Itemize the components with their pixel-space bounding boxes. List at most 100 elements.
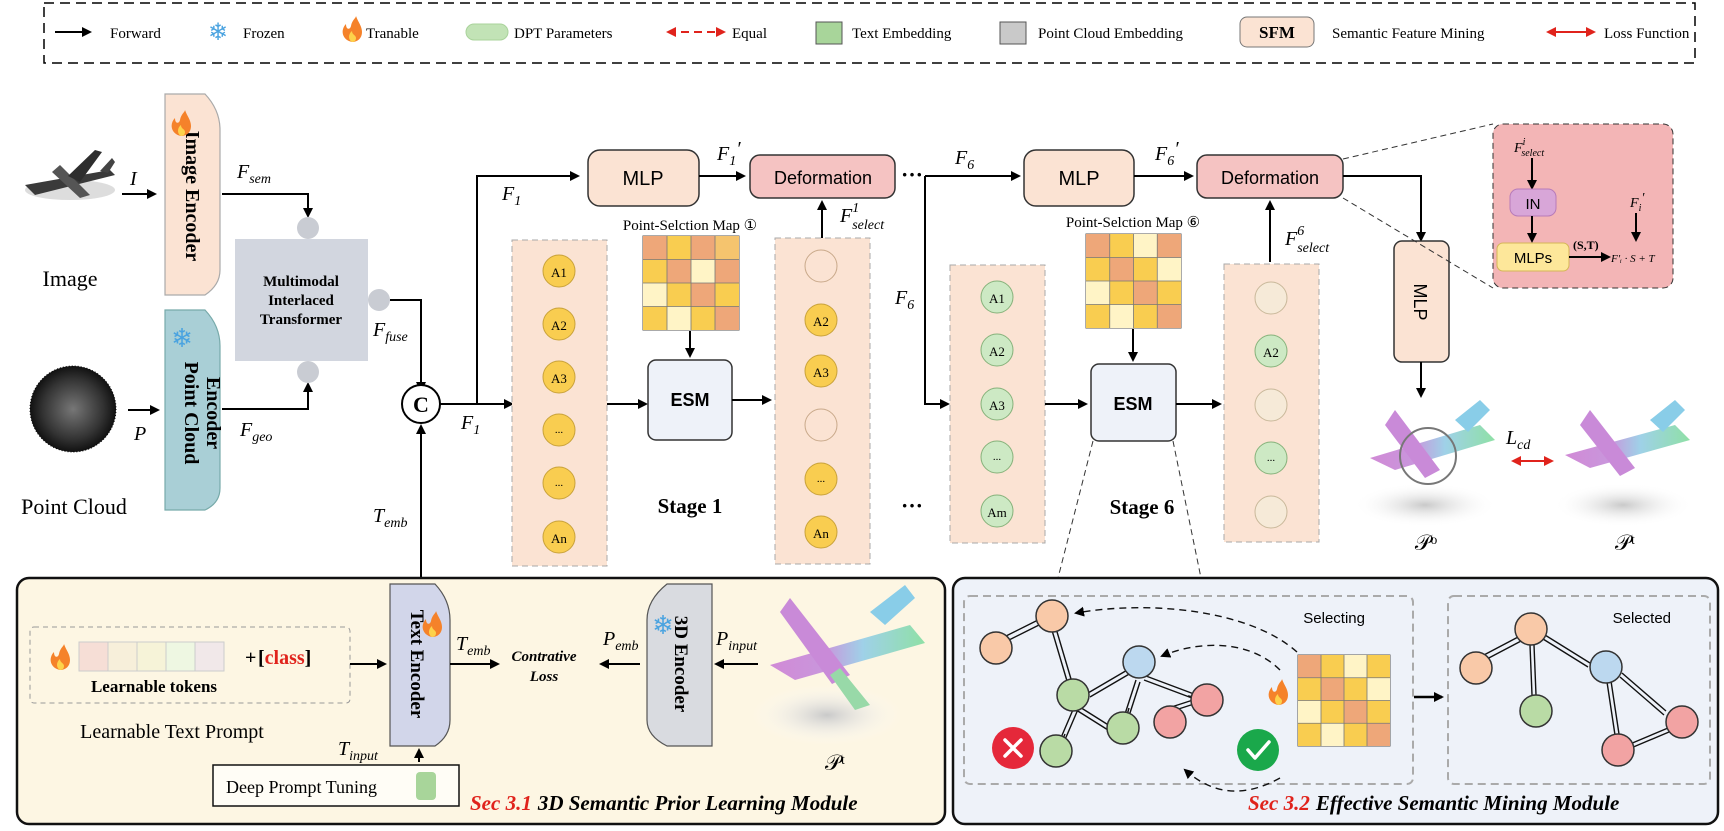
f1-top-arrow <box>440 171 580 405</box>
graph-node <box>1519 694 1553 728</box>
transformer-port-right <box>368 289 390 311</box>
graph-node <box>1665 705 1699 739</box>
stage6-esm <box>1090 363 1177 442</box>
flame-icon <box>422 611 442 637</box>
node-label: A3 <box>813 365 829 380</box>
node-label: ... <box>817 473 826 485</box>
esm-selection-map <box>1297 654 1391 747</box>
node-label: A2 <box>989 344 1005 359</box>
node-a2 <box>542 307 576 341</box>
stage6-label: Stage 6 <box>1110 495 1175 519</box>
image-encoder: Image Encoder <box>164 93 221 296</box>
f6-side-arrow <box>924 176 950 409</box>
node-label: A3 <box>551 371 567 386</box>
legend-text-emb: Text Embedding <box>852 26 952 42</box>
node-ellipsis <box>980 440 1014 474</box>
f-sem-label: Fsem <box>236 161 271 187</box>
ellipsis-mid: ··· <box>901 493 923 518</box>
predicted-pointcloud <box>1353 400 1497 527</box>
pointcloud-texture <box>29 365 117 453</box>
stage6-map-label: Point-Selction Map ⑥ <box>1066 215 1200 231</box>
p-t-label: 𝒫ᵗ <box>1615 530 1635 555</box>
node-label: ... <box>555 424 564 436</box>
node-empty <box>804 408 838 442</box>
node-label: An <box>551 531 567 546</box>
sfm-swatch <box>1239 16 1315 48</box>
f6-top-label: F6 <box>954 147 974 173</box>
legend-trainable: Tranable <box>366 26 419 42</box>
node-label: A2 <box>813 314 829 329</box>
stage6-mlp-label: MLP <box>1058 168 1099 190</box>
reject-icon <box>992 727 1034 769</box>
tokens-label: Learnable tokens <box>91 677 217 696</box>
image-input: Image I <box>25 150 157 291</box>
node-label: Am <box>987 505 1007 520</box>
text-emb-swatch <box>815 21 843 45</box>
graph-node <box>1122 645 1156 679</box>
node-label: ... <box>555 477 564 489</box>
graph-node <box>1190 683 1224 717</box>
stage1-output-nodes: A2 A3 ... An <box>804 249 838 549</box>
prompt-label: Learnable Text Prompt <box>80 721 264 743</box>
f6-side-label: F6 <box>894 287 914 313</box>
stage1-selection-map <box>642 235 740 331</box>
pointcloud-sphere <box>30 366 116 452</box>
stage6-esm-label: ESM <box>1113 394 1152 414</box>
stage1-label: Stage 1 <box>658 494 723 518</box>
contrastive-label-1: Contrative <box>511 649 576 665</box>
pc-emb-swatch <box>999 21 1027 45</box>
graph-node <box>1601 733 1635 767</box>
node-a1 <box>980 280 1014 314</box>
transformer-port-bottom <box>297 361 319 383</box>
node-ellipsis <box>542 466 576 500</box>
node-ellipsis <box>804 462 838 496</box>
snowflake-icon: ❄ <box>652 611 674 640</box>
detail-callout-line <box>1342 123 1494 160</box>
ellipsis-top: ··· <box>901 162 923 187</box>
node-a2 <box>980 333 1014 367</box>
transformer-line2: Interlaced <box>268 293 334 309</box>
airplane-image <box>25 150 115 200</box>
output-mlp-label: MLP <box>1410 283 1430 320</box>
selected-label: Selected <box>1613 610 1671 627</box>
pc-encoder-line1: Point Cloud <box>180 362 202 465</box>
graph-node <box>1106 711 1140 745</box>
legend: Forward ❄ Frozen Tranable DPT Parameters… <box>43 2 1696 64</box>
3d-encoder <box>646 583 713 747</box>
f1-label: F1 <box>460 412 480 438</box>
node-label: A1 <box>989 291 1005 306</box>
flame-icon <box>1268 679 1288 705</box>
snowflake-icon: ❄ <box>171 324 193 353</box>
legend-frame <box>43 2 1696 64</box>
class-token: [class] <box>258 647 311 669</box>
graph-node <box>979 631 1013 665</box>
detail-fi: Fi′ <box>1629 191 1645 214</box>
node-ellipsis <box>1254 441 1288 475</box>
selecting-curve <box>1160 644 1281 671</box>
stage6-output-nodes: A2 ... <box>1254 281 1288 529</box>
template-pointcloud <box>752 585 925 745</box>
f-sem-arrow <box>222 193 313 218</box>
image-var: I <box>129 168 138 190</box>
module-3d-semantic-prior: + [class] Learnable tokens Learnable Tex… <box>15 576 947 826</box>
stage1-deformation <box>749 154 896 199</box>
esm-callout-line <box>1172 440 1202 579</box>
contrastive-label-2: Loss <box>529 669 559 685</box>
node-label: ... <box>993 451 1002 463</box>
node-empty <box>1254 281 1288 315</box>
selecting-graph <box>979 599 1298 792</box>
dpt-label: Deep Prompt Tuning <box>226 777 377 797</box>
text-encoder-label: Text Encoder <box>406 610 427 719</box>
stage6-deformation-label: Deformation <box>1221 168 1319 188</box>
node-empty <box>1254 495 1288 529</box>
p-o-label: 𝒫ᵒ <box>1415 530 1437 555</box>
legend-frozen: Frozen <box>243 26 285 42</box>
multimodal-transformer: Multimodal Interlaced Transformer <box>235 217 390 383</box>
legend-pc-emb: Point Cloud Embedding <box>1038 26 1184 42</box>
node-ellipsis <box>542 413 576 447</box>
